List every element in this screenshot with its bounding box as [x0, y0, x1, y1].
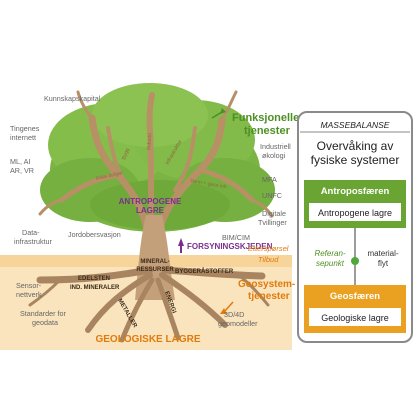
- label-functional-1: Funksjonelle: [232, 112, 299, 124]
- label-geomodels-1: 3D/4D: [224, 310, 244, 319]
- label-digital-twins-2: Tvillinger: [258, 218, 287, 227]
- tree-roots: [28, 266, 270, 343]
- label-unfc: UNFC: [262, 191, 282, 200]
- geological-stocks-title: GEOLOGISKE LAGRE: [95, 334, 200, 345]
- geosphere-label: Geosfæren: [330, 291, 380, 302]
- anthroposphere-value: Antropogene lagre: [318, 208, 392, 218]
- geosystem-arrow-icon: [220, 308, 227, 314]
- roots-title-line1: MINERAL-: [140, 259, 169, 265]
- label-internet-things-1: Tingenes: [10, 124, 40, 133]
- label-digital-twins-1: Digitale: [262, 209, 286, 218]
- supply-chain-arrow-shaft: [180, 245, 182, 253]
- root-label-edelsten: EDELSTEN: [78, 276, 110, 282]
- label-geomodels-2: geomodeller: [218, 319, 258, 328]
- mass-balance-panel: MASSEBALANSE Overvåking av fysiske syste…: [297, 111, 413, 343]
- label-mfa: MFA: [262, 175, 277, 184]
- functional-arrow-line: [211, 111, 223, 119]
- supply-chain-label: FORSYNINGSKJEDEN: [187, 242, 273, 251]
- label-geosystem-1: Geosystem-: [238, 279, 295, 290]
- label-functional-2: tjenester: [244, 125, 291, 137]
- branch-label-bygg: Bygg: [121, 147, 131, 160]
- reference-point-2: sepunkt: [316, 259, 345, 268]
- panel-heading-line1: Overvåking av: [317, 139, 394, 153]
- root-label-byggerastoffer: BYGGERÅSTOFFER: [175, 268, 234, 275]
- label-bim-cim: BIM/CIM: [222, 233, 250, 242]
- label-ml-ai-2: AR, VR: [10, 166, 34, 175]
- panel-heading-line2: fysiske systemer: [311, 153, 400, 167]
- label-sensor-net-1: Sensor-: [16, 281, 42, 290]
- branch-label-asker: Aske-bolger: [95, 170, 124, 182]
- label-data-infra-2: infrastruktur: [14, 237, 53, 246]
- geosystem-arrow-line: [223, 301, 234, 313]
- label-soil-vasion: Jordobersvasjon: [68, 230, 121, 239]
- label-industrial-ecology-1: Industriell: [260, 142, 291, 151]
- reference-point-1: Referan-: [314, 249, 345, 258]
- label-knowledge-capital: Kunnskapskapital: [44, 94, 101, 103]
- crown-title-line2: LAGRE: [136, 206, 165, 215]
- material-flow-1: material-: [367, 249, 398, 258]
- anthroposphere-value-box: [309, 203, 401, 221]
- label-data-infra-1: Data-: [22, 228, 40, 237]
- anthroposphere-label: Antroposfæren: [321, 186, 390, 197]
- reference-point-icon: [351, 257, 359, 265]
- label-internet-things-2: internett: [10, 133, 36, 142]
- panel-title: MASSEBALANSE: [321, 120, 390, 130]
- label-demand-2: Tilbud: [258, 255, 279, 264]
- roots-title-line2: RESSURSER: [136, 267, 174, 273]
- label-sensor-net-2: nettverk: [16, 290, 42, 299]
- geosphere-value: Geologiske lagre: [321, 313, 389, 323]
- functional-arrow-icon: [220, 108, 226, 114]
- crown-title-line1: ANTROPOGENE: [119, 197, 182, 206]
- material-flow-2: flyt: [378, 259, 389, 268]
- label-standards-2: geodata: [32, 318, 58, 327]
- supply-chain-arrow-icon: [178, 238, 184, 246]
- branch-label-industri: Industri: [146, 133, 153, 150]
- label-ml-ai-1: ML, AI: [10, 157, 30, 166]
- label-standards-1: Standarder for: [20, 309, 67, 318]
- label-geosystem-2: tjenester: [248, 291, 290, 302]
- label-demand-1: Etterspørsel: [248, 244, 289, 253]
- label-industrial-ecology-2: økologi: [262, 151, 286, 160]
- root-label-ind-mineraler: IND. MINERALER: [70, 285, 120, 291]
- geosphere-value-box: [309, 308, 401, 326]
